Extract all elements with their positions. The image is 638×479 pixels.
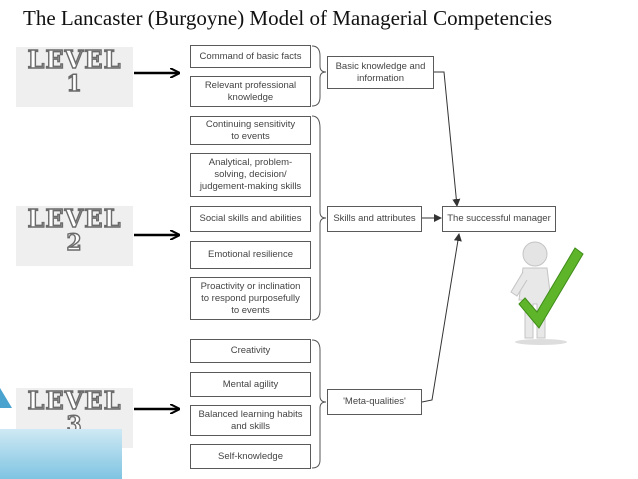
level-2-number: 2 bbox=[66, 230, 83, 256]
level-2-word: LEVEL bbox=[27, 204, 122, 233]
manager-with-checkmark-figure bbox=[510, 241, 584, 345]
item-social-skills: Social skills and abilities bbox=[190, 206, 311, 232]
group-basic-knowledge: Basic knowledge and information bbox=[327, 56, 434, 89]
item-command-of-basic-facts: Command of basic facts bbox=[190, 45, 311, 68]
checkmark-icon bbox=[518, 247, 584, 329]
level-2-label: LEVEL 2 bbox=[16, 204, 133, 266]
corner-decoration bbox=[0, 388, 12, 408]
arrow-meta-to-outcome bbox=[421, 233, 462, 403]
item-self-knowledge: Self-knowledge bbox=[190, 444, 311, 469]
brace-level-3 bbox=[311, 339, 327, 469]
level-1-label: LEVEL 1 bbox=[16, 45, 133, 107]
bottom-left-decoration bbox=[0, 429, 122, 479]
page-title: The Lancaster (Burgoyne) Model of Manage… bbox=[23, 6, 553, 30]
item-balanced-learning: Balanced learning habits and skills bbox=[190, 405, 311, 436]
item-emotional-resilience: Emotional resilience bbox=[190, 241, 311, 269]
group-meta-qualities: 'Meta-qualities' bbox=[327, 389, 422, 415]
brace-level-2 bbox=[311, 115, 327, 321]
outcome-successful-manager: The successful manager bbox=[442, 206, 556, 232]
level-3-word: LEVEL bbox=[27, 386, 122, 415]
arrow-basic-to-outcome bbox=[434, 71, 461, 207]
group-skills-attributes: Skills and attributes bbox=[327, 206, 422, 232]
item-continuing-sensitivity: Continuing sensitivity to events bbox=[190, 116, 311, 145]
brace-level-1 bbox=[311, 45, 327, 107]
item-proactivity: Proactivity or inclination to respond pu… bbox=[190, 277, 311, 320]
item-creativity: Creativity bbox=[190, 339, 311, 363]
level-1-word: LEVEL bbox=[27, 45, 122, 74]
item-mental-agility: Mental agility bbox=[190, 372, 311, 397]
item-analytical-skills: Analytical, problem- solving, decision/ … bbox=[190, 153, 311, 197]
level-1-number: 1 bbox=[66, 71, 83, 97]
item-relevant-professional-knowledge: Relevant professional knowledge bbox=[190, 76, 311, 107]
